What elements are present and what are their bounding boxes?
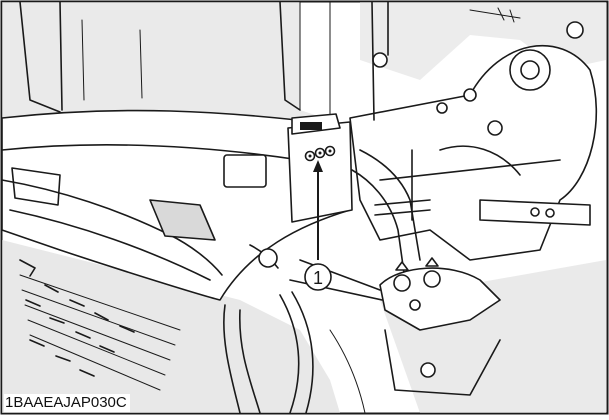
front-cover [1, 109, 351, 301]
callout-number: 1 [313, 268, 323, 288]
leader-arrowhead [313, 160, 323, 172]
wiring [223, 291, 366, 414]
callout-1: 1 [304, 160, 332, 291]
tank-housing [19, 1, 331, 116]
hose-assembly [351, 149, 431, 281]
lower-linkage [249, 244, 501, 396]
floor-mat-ribs [19, 259, 181, 391]
callout-circle [304, 263, 332, 291]
figure-code-label: 1BAAEAJAP030C [4, 394, 130, 412]
